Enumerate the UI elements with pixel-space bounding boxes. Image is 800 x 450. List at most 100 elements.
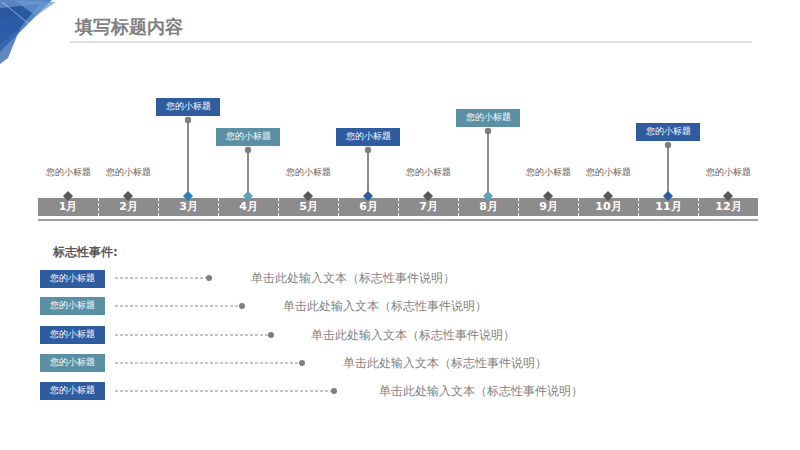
month-segment: 9月 [518,198,578,216]
callout-stem [245,147,251,194]
month-diamond [423,191,433,201]
box-title: 您的小标题 [50,330,95,340]
month-label: 6月 [359,201,378,213]
month-diamond [243,191,253,201]
month-label: 7月 [419,201,438,213]
callout-stem [185,117,191,194]
month-segment: 3月 [158,198,218,216]
stem-line [367,150,369,194]
stem-line [667,145,669,194]
month-subtitle: 您的小标题 [286,167,331,178]
month-segment: 10月 [578,198,638,216]
month-subtitle: 您的小标题 [706,167,751,178]
event-description: 单击此处输入文本（标志性事件说明） [379,384,583,398]
month-segment: 4月 [218,198,278,216]
month-subtitle: 您的小标题 [586,167,631,178]
leader-dot [268,332,274,338]
month-segment: 2月 [98,198,158,216]
box-title: 您的小标题 [166,102,211,112]
month-segment: 7月 [398,198,458,216]
month-label: 9月 [539,201,558,213]
box-title: 您的小标题 [50,358,95,368]
title-rule [70,42,752,43]
leader-line [115,363,300,364]
month-diamond [483,191,493,201]
callout-stem [365,147,371,194]
box-title: 您的小标题 [466,113,511,123]
month-segment: 8月 [458,198,518,216]
leader-dot [239,303,245,309]
month-label: 1月 [59,201,78,213]
box-title: 您的小标题 [50,386,95,396]
stem-line [187,120,189,194]
month-diamond [603,191,613,201]
leader-line [115,391,332,392]
month-label: 4月 [239,201,258,213]
event-box: 您的小标题 [40,270,105,288]
month-label: 10月 [595,201,621,213]
page-title: 填写标题内容 [75,15,183,39]
event-description: 单击此处输入文本（标志性事件说明） [343,356,547,370]
month-segment: 11月 [638,198,698,216]
leader-dot [299,360,305,366]
box-title: 您的小标题 [50,274,95,284]
event-box: 您的小标题 [40,297,105,315]
feather-decoration [0,0,56,64]
month-segment: 5月 [278,198,338,216]
bar-underline [38,219,758,220]
month-diamond [63,191,73,201]
section-heading: 标志性事件: [53,245,118,259]
box-title: 您的小标题 [50,301,95,311]
stem-dot [185,117,191,123]
month-diamond [123,191,133,201]
event-box: 您的小标题 [40,326,105,344]
month-segment: 6月 [338,198,398,216]
month-subtitle: 您的小标题 [46,167,91,178]
month-label: 8月 [479,201,498,213]
leader-line [115,306,240,307]
month-subtitle: 您的小标题 [106,167,151,178]
month-segment: 1月 [38,198,98,216]
callout-box: 您的小标题 [216,128,280,146]
month-subtitle: 您的小标题 [526,167,571,178]
feather-shape [14,0,56,16]
leader-dot [331,388,337,394]
month-label: 12月 [715,201,741,213]
stem-dot [365,147,371,153]
callout-stem [665,142,671,194]
month-diamond [303,191,313,201]
leader-line [115,278,207,279]
month-label: 3月 [179,201,198,213]
leader-line [115,335,269,336]
stem-line [247,150,249,194]
callout-stem [485,128,491,194]
box-title: 您的小标题 [226,132,271,142]
month-label: 2月 [119,201,138,213]
month-diamond [723,191,733,201]
leader-dot [206,275,212,281]
event-box: 您的小标题 [40,382,105,400]
event-description: 单击此处输入文本（标志性事件说明） [283,299,487,313]
box-title: 您的小标题 [346,132,391,142]
month-label: 5月 [299,201,318,213]
event-box: 您的小标题 [40,354,105,372]
event-description: 单击此处输入文本（标志性事件说明） [251,271,455,285]
callout-box: 您的小标题 [156,98,220,116]
box-title: 您的小标题 [646,127,691,137]
event-description: 单击此处输入文本（标志性事件说明） [311,328,515,342]
month-segment: 12月 [698,198,758,216]
month-subtitle: 您的小标题 [406,167,451,178]
month-label: 11月 [655,201,681,213]
callout-box: 您的小标题 [456,109,520,127]
feather-vein [2,2,44,36]
month-diamond [543,191,553,201]
feather-shape [0,14,26,64]
callout-box: 您的小标题 [636,123,700,141]
callout-box: 您的小标题 [336,128,400,146]
stem-line [487,131,489,194]
stem-dot [245,147,251,153]
